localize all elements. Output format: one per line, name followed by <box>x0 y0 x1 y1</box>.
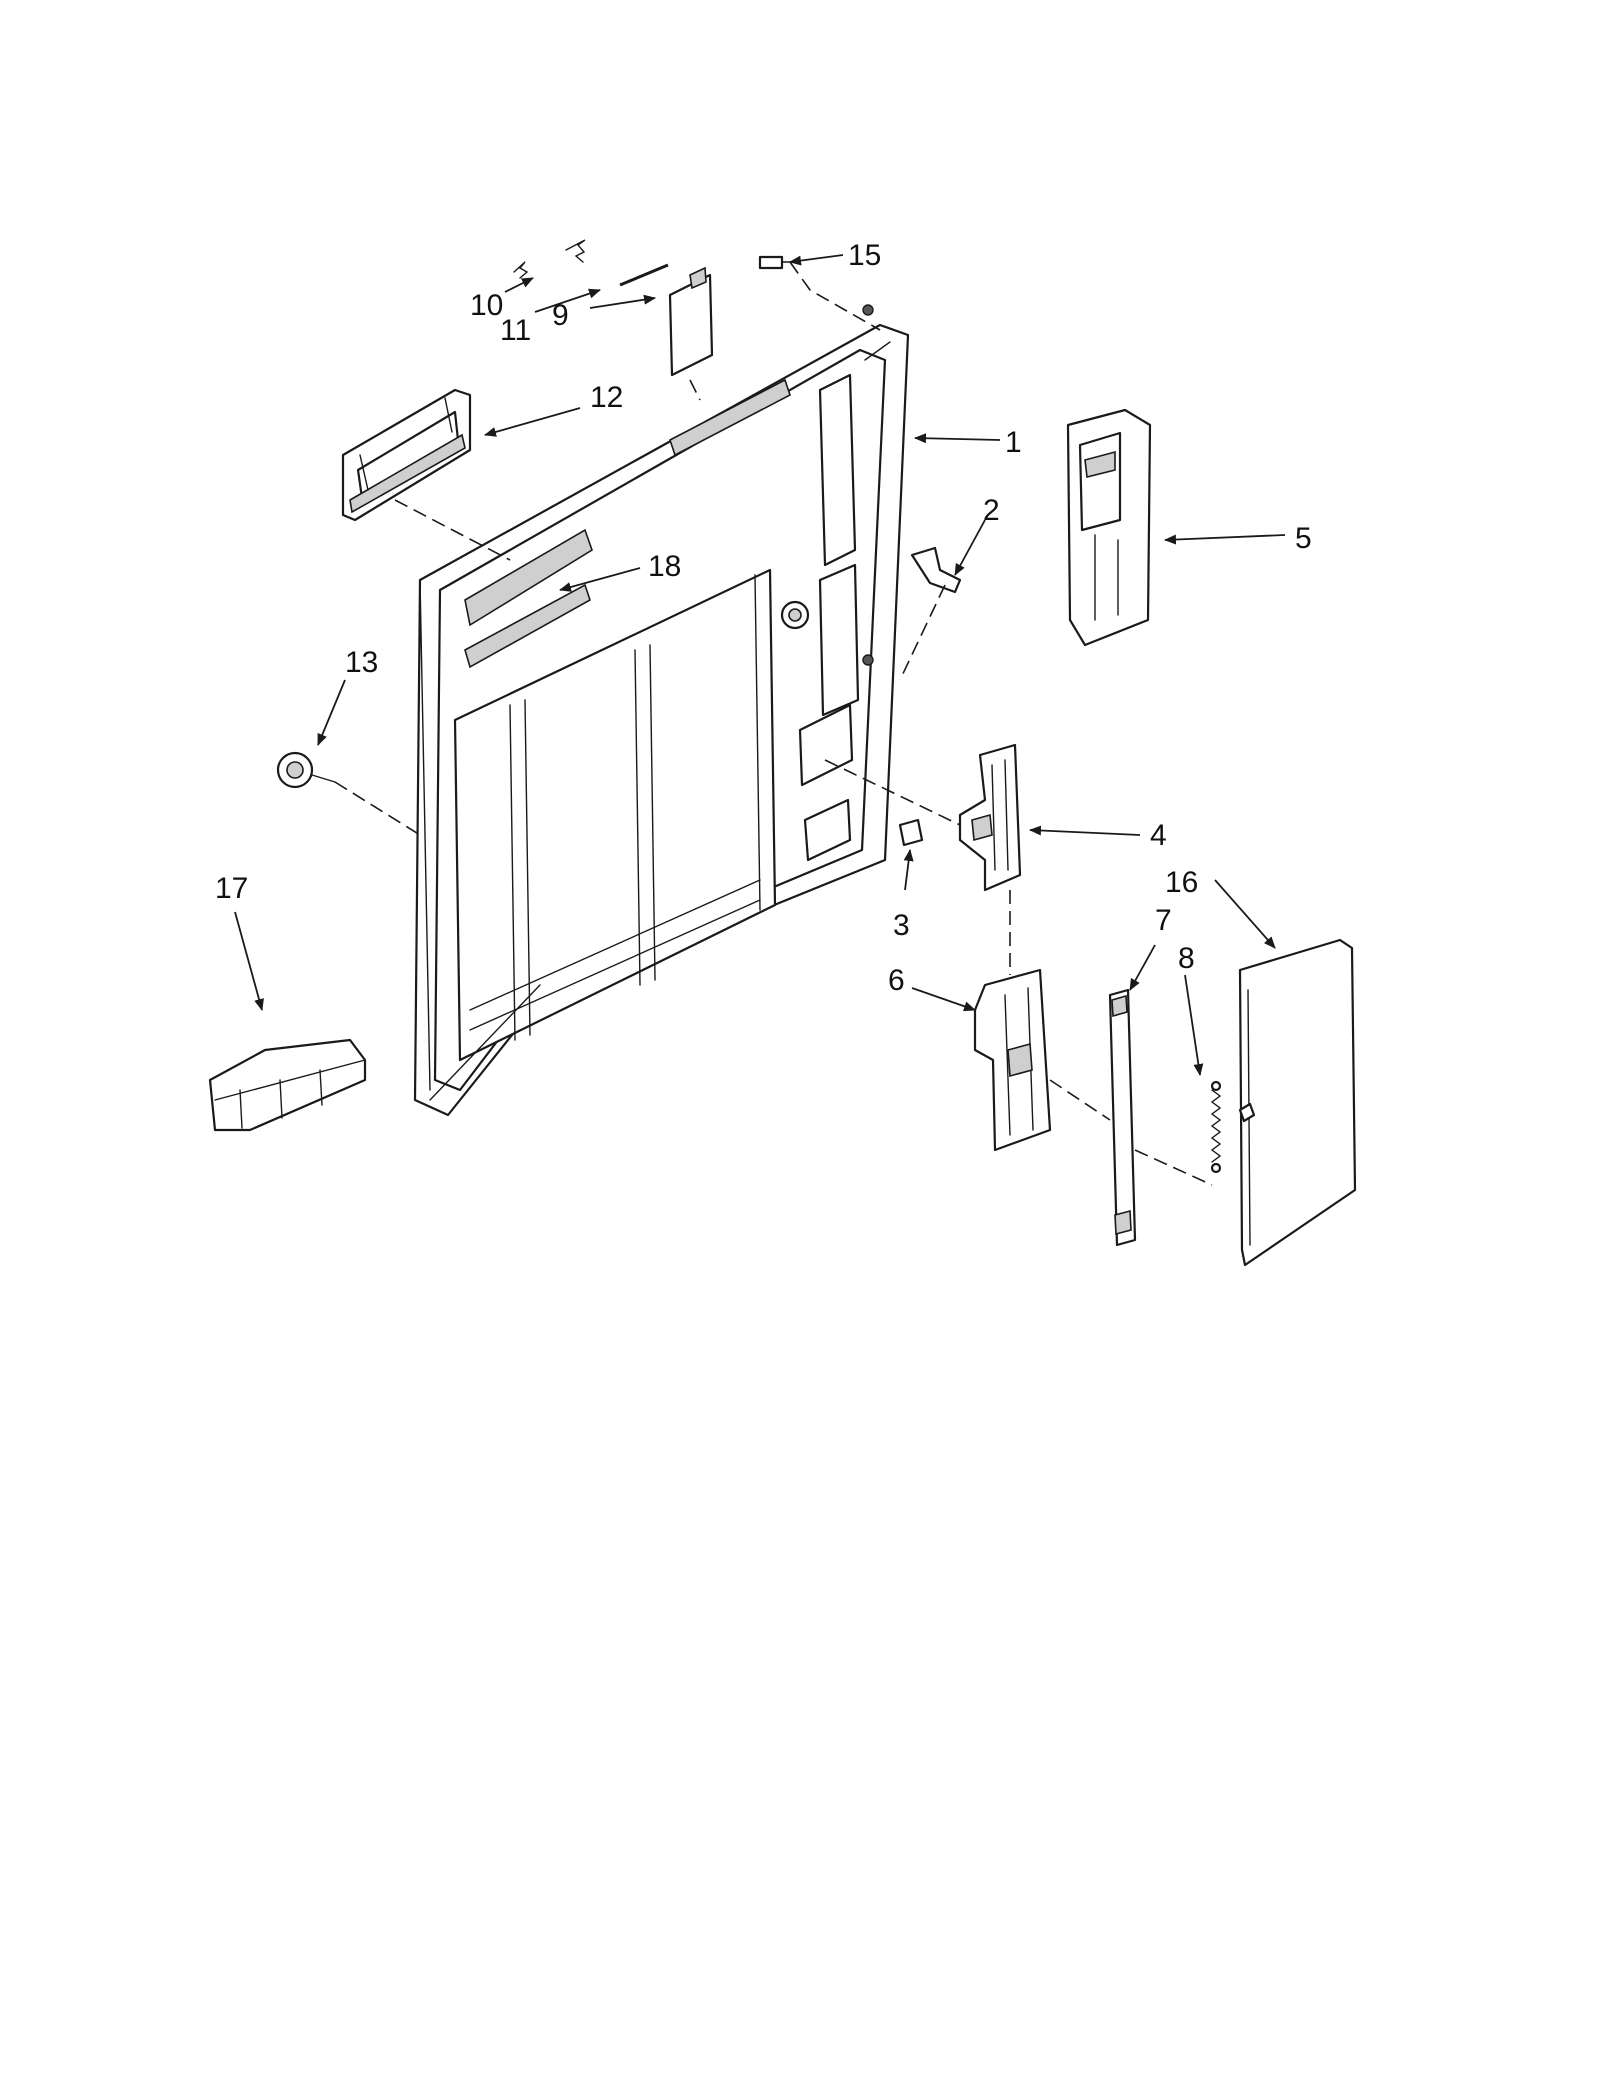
callout-9: 9 <box>552 299 569 332</box>
leader-lines <box>234 254 1286 1076</box>
callout-6: 6 <box>888 964 905 997</box>
spring-part <box>513 239 586 279</box>
pin-part <box>619 263 669 287</box>
callout-8: 8 <box>1178 942 1195 975</box>
callout-10: 10 <box>470 289 503 322</box>
callout-5: 5 <box>1295 522 1312 555</box>
callout-3: 3 <box>893 909 910 942</box>
assembly-lines <box>334 261 1213 1186</box>
door-handle <box>341 388 472 522</box>
callout-labels: 1 2 3 4 5 6 7 8 9 10 11 12 13 15 16 17 1… <box>215 239 1312 997</box>
callout-16: 16 <box>1165 866 1198 899</box>
callout-12: 12 <box>590 381 623 414</box>
callout-18: 18 <box>648 550 681 583</box>
side-trim <box>1238 938 1357 1267</box>
hinge-bracket-upper <box>958 743 1022 892</box>
callout-15: 15 <box>848 239 881 272</box>
kick-foot <box>208 1038 367 1132</box>
hinge-bracket-lower <box>973 968 1052 1152</box>
cover-plate <box>668 266 714 377</box>
callout-7: 7 <box>1155 904 1172 937</box>
callout-4: 4 <box>1150 819 1167 852</box>
link-rod <box>1108 988 1137 1247</box>
callout-17: 17 <box>215 872 248 905</box>
callout-11: 11 <box>500 314 531 347</box>
rack-bumper <box>276 751 336 789</box>
callout-1: 1 <box>1005 426 1022 459</box>
callout-2: 2 <box>983 494 1000 527</box>
striker-pin <box>910 546 962 594</box>
door-latch-assembly <box>1066 408 1152 647</box>
callout-13: 13 <box>345 646 378 679</box>
nut <box>898 818 924 847</box>
door-spring <box>1210 1080 1222 1174</box>
inner-door-panel <box>413 304 910 1117</box>
